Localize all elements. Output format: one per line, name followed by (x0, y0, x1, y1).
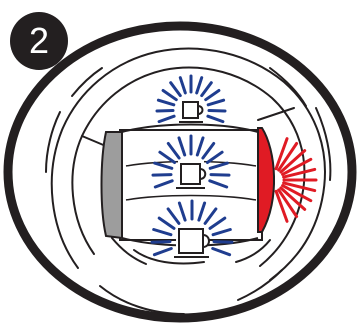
light-ray (214, 242, 232, 243)
mug-icon[interactable] (174, 226, 209, 257)
light-ray (202, 83, 212, 96)
light-ray (171, 83, 181, 96)
light-ray (209, 111, 225, 112)
espresso-cup-icon[interactable] (179, 98, 203, 122)
side-light-rays (276, 139, 316, 222)
light-ray (154, 249, 171, 255)
light-ray (211, 175, 229, 176)
light-ray (153, 175, 171, 176)
light-ray (152, 242, 170, 243)
light-ray (163, 91, 176, 100)
light-ray (180, 78, 185, 93)
light-ray (213, 249, 230, 255)
light-ray (206, 91, 219, 100)
light-ray (208, 100, 223, 105)
step-number: 2 (29, 23, 49, 59)
light-ray (208, 116, 223, 121)
light-ray (158, 100, 173, 105)
light-ray (157, 111, 173, 112)
light-ray (197, 78, 202, 93)
coffee-cup-icon[interactable] (176, 160, 205, 188)
side-light (258, 128, 274, 232)
light-ray (159, 116, 174, 121)
step-badge: 2 (10, 12, 68, 70)
